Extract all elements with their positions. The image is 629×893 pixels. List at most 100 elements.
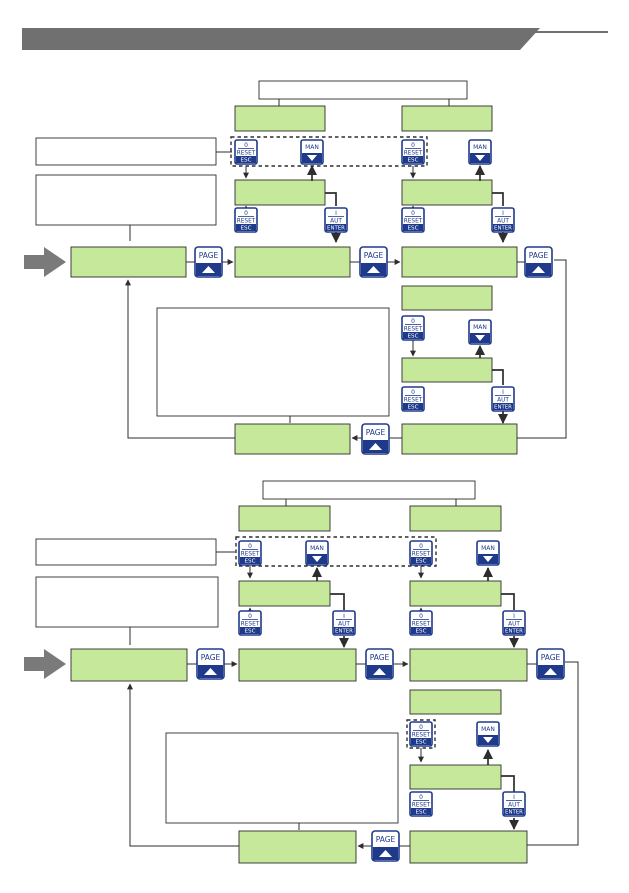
lcd-top-exit [234,423,351,455]
key-label: 0 [419,724,423,731]
key-label: MAN [481,545,495,552]
key-label: PAGE [364,251,384,260]
key-label: PAGE [366,428,386,437]
key-label: PAGE [370,653,390,662]
page-up-key-icon[interactable]: PAGE [524,246,553,278]
key-label: MAN [473,324,487,331]
key-label: ENTER [505,629,523,635]
key-label: 0 [244,142,248,149]
key-label: 0 [411,142,415,149]
lcd-bottom-a1 [238,505,331,532]
lcd-bottom-b2 [409,580,502,607]
key-label: RESET [412,803,431,809]
man-down-key-icon[interactable]: MAN [300,139,324,165]
key-label: I [502,389,504,396]
header-bar [22,28,540,50]
key-label: ESC [408,226,419,232]
key-label: RESET [241,622,260,628]
key-label: RESET [404,398,423,404]
dashed-group-bottom [235,536,437,567]
page-up-key-icon[interactable]: PAGE [359,246,388,278]
lcd-top-a1 [234,105,326,132]
key-label: RESET [404,151,423,157]
page-up-key-icon[interactable]: PAGE [196,648,225,680]
lcd-bottom-exit [238,830,357,864]
lcd-bottom-a2 [238,580,331,607]
page-up-key-icon[interactable]: PAGE [371,830,400,862]
lcd-top-b1 [401,105,493,132]
lcd-top-main [70,246,187,278]
page-up-key-icon[interactable]: PAGE [365,648,394,680]
key-label: ESC [245,629,256,635]
note-box-top-3 [156,307,390,417]
key-label: ESC [408,158,419,164]
key-label: MAN [305,144,319,151]
key-label: 0 [248,543,252,550]
key-label: I [513,613,515,620]
key-label: PAGE [201,653,221,662]
note-box-bottom-2 [35,576,219,628]
key-label: MAN [310,545,324,552]
lcd-bottom-b4 [409,689,502,715]
key-label: MAN [481,726,495,733]
man-down-key-icon[interactable]: MAN [468,139,492,165]
key-label: 0 [419,794,423,801]
man-down-key-icon[interactable]: MAN [305,540,329,566]
key-label: 0 [419,543,423,550]
lcd-top-b2 [401,179,493,206]
key-label: AUT [330,219,342,225]
lcd-bottom-b3 [409,648,528,682]
entry-arrow-top [24,247,66,277]
key-label: 0 [248,613,252,620]
key-label: 0 [411,210,415,217]
key-label: AUT [508,803,520,809]
lcd-top-a2 [234,179,326,206]
page-up-key-icon[interactable]: PAGE [194,246,223,278]
bottom-title-box [262,480,476,500]
key-label: ESC [416,629,427,635]
key-label: ESC [245,559,256,565]
entry-arrow-bottom [24,649,66,679]
key-label: PAGE [376,835,396,844]
page-up-key-icon[interactable]: PAGE [536,648,565,680]
key-label: ESC [408,405,419,411]
key-label: ENTER [327,226,345,232]
diagram-bottom [24,480,579,864]
key-label: ESC [241,158,252,164]
man-down-key-icon[interactable]: MAN [476,721,500,747]
key-label: RESET [412,733,431,739]
key-label: 0 [411,389,415,396]
key-label: ESC [408,334,419,340]
dashed-group-bottom-2 [406,719,436,749]
key-label: RESET [237,219,256,225]
man-down-key-icon[interactable]: MAN [468,319,492,345]
man-down-key-icon[interactable]: MAN [476,540,500,566]
key-label: ESC [416,740,427,746]
key-label: AUT [338,622,350,628]
page-up-key-icon[interactable]: PAGE [361,423,390,455]
lcd-bottom-b6 [409,830,528,864]
key-label: AUT [497,219,509,225]
note-box-bottom-1 [35,538,217,566]
key-label: RESET [412,622,431,628]
lcd-bottom-b5 [409,764,502,790]
